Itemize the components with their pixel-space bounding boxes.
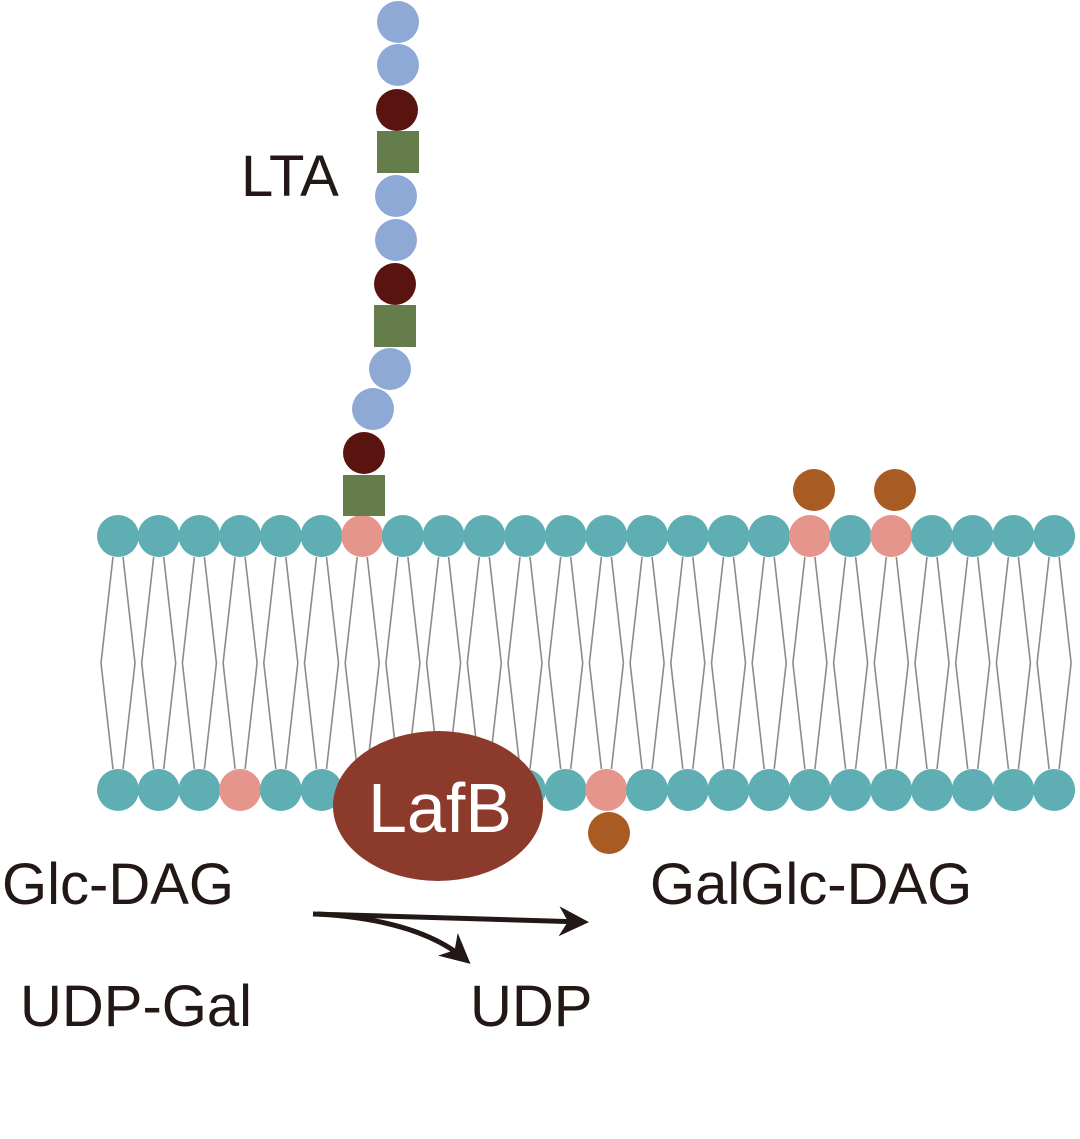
- lta-label: LTA: [241, 144, 339, 209]
- lipid-headgroup: [992, 515, 1035, 557]
- lipid-tails: [100, 556, 1072, 770]
- lipid-headgroup: [300, 515, 343, 557]
- lipid-tail: [181, 556, 218, 770]
- lipid-headgroup: [626, 515, 669, 557]
- lta-unit-glycerol: [352, 388, 394, 430]
- lipid-headgroup: [137, 769, 180, 811]
- lipid-headgroup: [707, 515, 750, 557]
- lta-unit-square: [377, 131, 419, 173]
- glycolipid-headgroup: [585, 769, 628, 811]
- galactose-outer-2: [874, 469, 916, 511]
- lafb-ellipse: [333, 731, 543, 881]
- lipid-tail: [588, 556, 625, 770]
- lta-unit-square: [374, 305, 416, 347]
- outer-leaflet-headgroups: [97, 515, 1076, 557]
- lipid-headgroup: [585, 515, 628, 557]
- labels: LTA Glc-DAG UDP-Gal GalGlc-DAG UDP: [2, 144, 972, 1039]
- lipid-headgroup: [911, 515, 953, 557]
- lta-unit-glycerol: [377, 44, 419, 86]
- lipid-headgroup: [911, 769, 953, 811]
- lta-unit-dark: [376, 89, 418, 131]
- lipid-headgroup: [178, 769, 221, 811]
- lipid-headgroup: [788, 769, 831, 811]
- lipid-tail: [873, 556, 910, 770]
- lipid-headgroup: [463, 515, 506, 557]
- lipid-headgroup: [544, 769, 587, 811]
- lipid-headgroup: [666, 769, 709, 811]
- lipid-headgroup: [951, 515, 994, 557]
- lipid-headgroup: [1033, 515, 1076, 557]
- lipid-headgroup: [626, 769, 669, 811]
- lipid-tail: [547, 556, 584, 770]
- lipid-headgroup: [544, 515, 587, 557]
- galglc-dag-label: GalGlc-DAG: [650, 852, 972, 917]
- lipid-headgroup: [97, 769, 139, 811]
- lipid-headgroup: [178, 515, 221, 557]
- glycolipid-headgroup: [788, 515, 831, 557]
- udp-release-arrow: [317, 911, 471, 964]
- inner-leaflet-headgroups: [97, 769, 1076, 811]
- lipid-headgroup: [666, 515, 709, 557]
- lipid-headgroup: [870, 769, 913, 811]
- galactose-inner: [588, 812, 630, 854]
- lipid-tail: [629, 556, 665, 770]
- lta-unit-glycerol: [369, 348, 411, 390]
- lipid-tail: [100, 556, 136, 770]
- lipid-tail: [995, 556, 1032, 770]
- glycolipid-headgroup: [870, 515, 913, 557]
- lipid-headgroup: [422, 515, 465, 557]
- lipid-headgroup: [97, 515, 139, 557]
- lipid-headgroup: [829, 769, 872, 811]
- lipid-headgroup: [219, 515, 262, 557]
- lipid-tail: [1036, 556, 1072, 770]
- lipid-tail: [751, 556, 788, 770]
- lipid-tail: [954, 556, 991, 770]
- lipid-headgroup: [1033, 769, 1076, 811]
- lipid-tail: [792, 556, 828, 770]
- lipid-headgroup: [259, 515, 302, 557]
- glycolipid-headgroup: [341, 515, 384, 557]
- udp-label: UDP: [470, 974, 592, 1039]
- lipid-tail: [466, 556, 503, 770]
- lta-unit-glycerol: [375, 175, 417, 217]
- lafb-label: LafB: [368, 769, 512, 847]
- lipid-headgroup: [300, 769, 343, 811]
- lipid-headgroup: [748, 515, 791, 557]
- lipid-tail: [303, 556, 340, 770]
- lta-unit-dark: [343, 432, 385, 474]
- lipid-headgroup: [829, 515, 872, 557]
- lta-chain: [343, 1, 419, 516]
- lipid-tail: [507, 556, 543, 770]
- lipid-tail: [140, 556, 177, 770]
- lipid-tail: [262, 556, 299, 770]
- lipid-headgroup: [748, 769, 791, 811]
- lipid-tail: [832, 556, 869, 770]
- reaction-arrows: [312, 906, 589, 964]
- lta-unit-glycerol: [377, 1, 419, 43]
- lafb-enzyme: LafB: [333, 731, 543, 881]
- lipid-headgroup: [381, 515, 424, 557]
- galactose-outer-1: [793, 469, 835, 511]
- lipid-headgroup: [259, 769, 302, 811]
- main-reaction-arrow: [312, 906, 589, 937]
- glc-dag-label: Glc-DAG: [2, 852, 234, 917]
- lipid-headgroup: [992, 769, 1035, 811]
- lipid-tail: [914, 556, 950, 770]
- udp-gal-label: UDP-Gal: [20, 974, 252, 1039]
- lta-unit-glycerol: [375, 219, 417, 261]
- lipid-tail: [710, 556, 747, 770]
- lipid-tail: [222, 556, 258, 770]
- glycolipid-headgroup: [219, 769, 262, 811]
- lipid-headgroup: [707, 769, 750, 811]
- lta-unit-dark: [374, 263, 416, 305]
- galactose-residues: [588, 469, 916, 854]
- lipid-headgroup: [137, 515, 180, 557]
- lipid-headgroup: [951, 769, 994, 811]
- lipid-tail: [344, 556, 381, 770]
- lipid-tail: [669, 556, 706, 770]
- lipid-headgroup: [504, 515, 546, 557]
- lta-unit-square: [343, 475, 385, 516]
